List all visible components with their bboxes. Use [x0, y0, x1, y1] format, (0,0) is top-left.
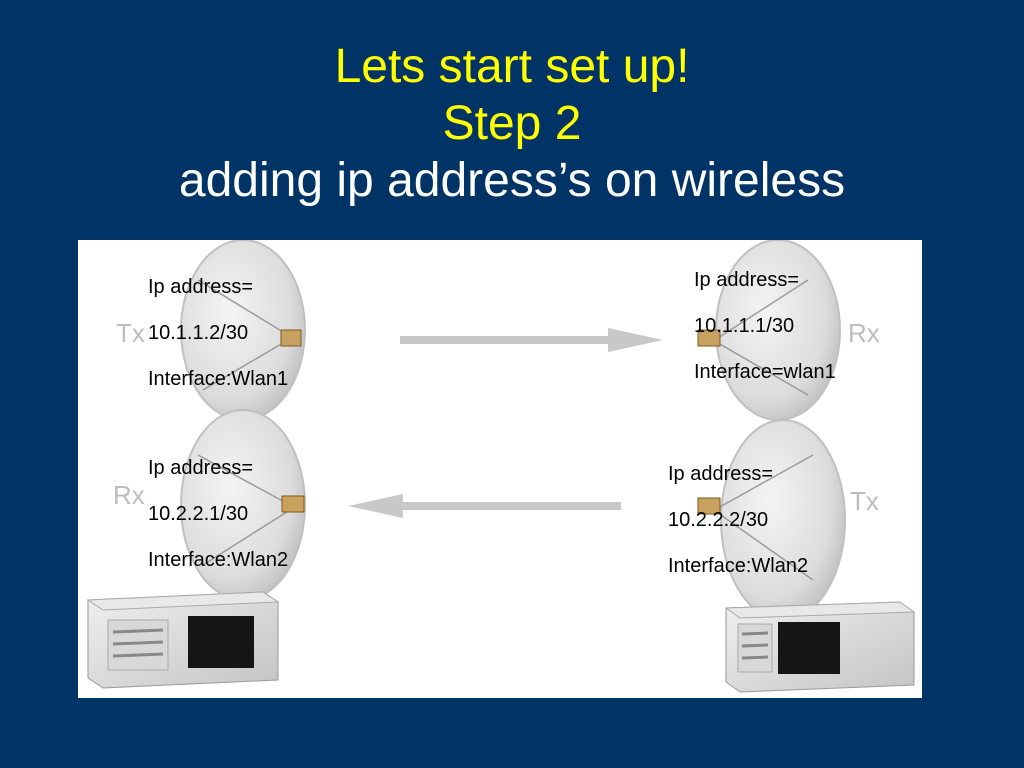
slide-title: Lets start set up! Step 2 adding ip addr… [0, 38, 1024, 209]
ip-address-value: 10.2.2.2/30 [668, 509, 769, 531]
label-group-right-top: Ip address= 10.1.1.1/30 Interface=wlan1 [694, 257, 836, 395]
server-icon-right [724, 601, 916, 693]
ip-address-value: 10.1.1.1/30 [694, 315, 795, 337]
ip-address-value: 10.2.2.1/30 [148, 503, 249, 525]
label-group-left-top: Ip address= 10.1.1.2/30 Interface:Wlan1 [148, 264, 288, 402]
network-diagram: Tx Rx Rx Tx Ip address= 10.1.1.2/30 Inte… [78, 240, 922, 698]
title-line-1: Lets start set up! [334, 40, 690, 93]
label-group-left-bottom: Ip address= 10.2.2.1/30 Interface:Wlan2 [148, 445, 288, 583]
diagram-graphics [86, 240, 916, 693]
ip-address-label: Ip address= [148, 276, 254, 298]
ip-address-value: 10.1.1.2/30 [148, 322, 249, 344]
station-label-right-bottom: Tx [850, 486, 879, 516]
interface-label: Interface:Wlan2 [668, 555, 809, 577]
server-icon-left [86, 591, 280, 689]
interface-label: Interface:Wlan2 [148, 549, 289, 571]
ip-address-label: Ip address= [668, 463, 774, 485]
ip-address-label: Ip address= [148, 457, 254, 479]
dish-icon-left-top [180, 240, 306, 421]
station-label-left-bottom: Rx [113, 480, 145, 510]
dish-icon-left-bottom [180, 409, 306, 601]
interface-label: Interface=wlan1 [694, 361, 836, 383]
station-label-right-top: Rx [848, 318, 880, 348]
station-label-left-top: Tx [116, 318, 145, 348]
title-line-3: adding ip address’s on wireless [178, 154, 846, 207]
arrow-left-icon [348, 494, 621, 518]
ip-address-label: Ip address= [694, 269, 800, 291]
interface-label: Interface:Wlan1 [148, 368, 289, 390]
arrow-right-icon [400, 328, 663, 352]
label-group-right-bottom: Ip address= 10.2.2.2/30 Interface:Wlan2 [668, 451, 808, 589]
title-line-2: Step 2 [442, 97, 582, 150]
